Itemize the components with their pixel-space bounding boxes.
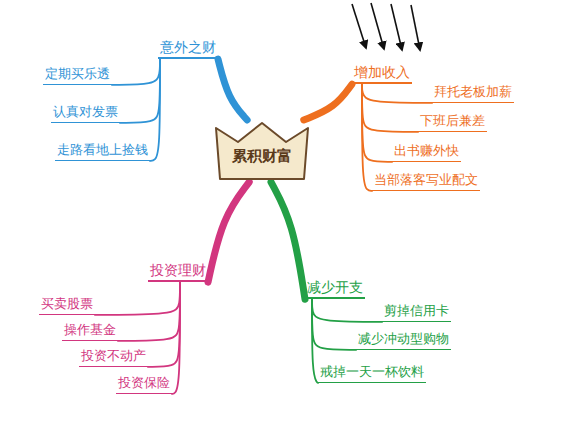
topic-text: 减少冲动型购物	[358, 331, 449, 348]
topic-text: 剪掉信用卡	[384, 303, 449, 320]
topic-text: 投资保险	[118, 375, 170, 392]
topic-text: 增加收入	[354, 63, 410, 81]
leaf-topic: 拜托老板加薪	[432, 84, 514, 103]
topic-text: 累积财富	[212, 147, 312, 167]
branch-topic: 减少开支	[305, 278, 365, 299]
topic-text: 当部落客写业配文	[374, 172, 478, 189]
leaf-topic: 定期买乐透	[43, 66, 112, 85]
branch-line	[362, 84, 372, 191]
leaf-topic: 出书赚外快	[392, 143, 461, 162]
branch-line	[218, 59, 247, 120]
leaf-topic: 投资不动产	[79, 348, 148, 367]
pointer-arrow	[352, 4, 366, 48]
pointer-arrow	[391, 4, 402, 50]
branch-line	[148, 282, 180, 367]
branch-line	[112, 59, 160, 85]
leaf-topic: 戒掉一天一杯饮料	[318, 364, 426, 383]
branch-line	[208, 182, 249, 282]
leaf-topic: 买卖股票	[39, 296, 95, 315]
branch-line	[120, 59, 160, 123]
branch-line	[362, 84, 392, 162]
branch-line	[304, 84, 352, 120]
topic-text: 走路看地上捡钱	[57, 142, 148, 159]
topic-text: 操作基金	[64, 322, 116, 339]
branch-topic: 投资理财	[148, 261, 208, 282]
topic-text: 出书赚外快	[394, 143, 459, 160]
leaf-topic: 剪掉信用卡	[382, 303, 451, 322]
pointer-arrow	[411, 5, 420, 50]
leaf-topic: 减少冲动型购物	[356, 331, 451, 350]
branch-line	[150, 59, 160, 161]
topic-text: 下班后兼差	[420, 113, 485, 130]
leaf-topic: 下班后兼差	[418, 113, 487, 132]
topic-text: 投资理财	[150, 261, 206, 279]
topic-text: 定期买乐透	[45, 66, 110, 83]
topic-text: 减少开支	[307, 278, 363, 296]
leaf-topic: 操作基金	[62, 322, 118, 341]
branch-line	[312, 299, 382, 322]
branch-line	[172, 282, 180, 394]
topic-text: 买卖股票	[41, 296, 93, 313]
branch-line	[362, 84, 432, 103]
topic-text: 认真对发票	[53, 104, 118, 121]
branch-line	[312, 299, 356, 350]
branch-line	[118, 282, 180, 341]
pointer-arrow	[371, 3, 384, 49]
leaf-topic: 当部落客写业配文	[372, 172, 480, 191]
central-topic: 累积财富	[212, 120, 312, 182]
leaf-topic: 投资保险	[116, 375, 172, 394]
branch-line	[95, 282, 180, 315]
branch-topic: 意外之财	[158, 38, 218, 59]
leaf-topic: 认真对发票	[51, 104, 120, 123]
topic-text: 投资不动产	[81, 348, 146, 365]
branch-topic: 增加收入	[352, 63, 412, 84]
leaf-topic: 走路看地上捡钱	[55, 142, 150, 161]
topic-text: 戒掉一天一杯饮料	[320, 364, 424, 381]
branch-line	[271, 182, 305, 299]
topic-text: 拜托老板加薪	[434, 84, 512, 101]
topic-text: 意外之财	[160, 38, 216, 56]
branch-line	[362, 84, 418, 132]
